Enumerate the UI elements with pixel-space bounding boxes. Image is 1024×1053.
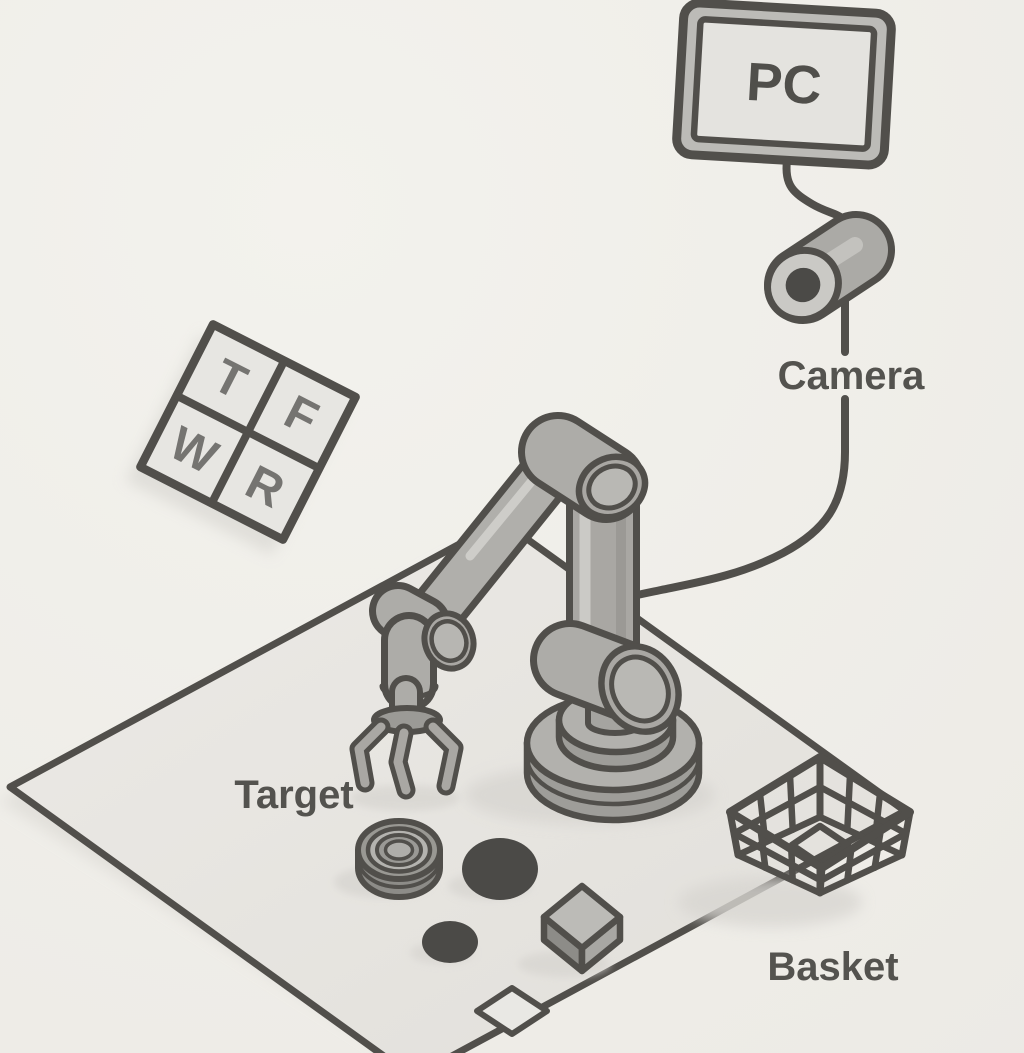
gripper-finger-right [428, 722, 459, 791]
cube-top-face [540, 882, 624, 952]
ring-disc [355, 818, 443, 900]
cube [540, 882, 624, 975]
target-label: Target [234, 773, 353, 817]
robot-arm [349, 412, 703, 824]
ring-disc-center [383, 839, 415, 861]
camera-lens [785, 267, 821, 303]
cable-camera-to-table [607, 395, 849, 607]
basket [726, 753, 914, 897]
robot-elbow-face-inner [586, 463, 638, 511]
ring-disc-wall-line [356, 856, 442, 889]
flat-square-outline [474, 985, 550, 1037]
target-objects [355, 818, 624, 1037]
large-dark-disc [462, 838, 538, 900]
wrist-face-inner [429, 619, 469, 663]
pc-monitor: PC [672, 0, 896, 170]
pc-monitor-screen [690, 16, 878, 152]
gripper [349, 582, 477, 800]
gripper-fingers [349, 717, 464, 800]
basket-rim [726, 753, 914, 872]
basket-grid-horizontals [730, 783, 910, 884]
grid-sign: T F W R [136, 320, 360, 544]
grid-sign-cross-lines [172, 356, 324, 508]
gripper-finger-left [354, 722, 386, 788]
small-dark-disc [422, 921, 478, 963]
pc-label: PC [745, 52, 823, 116]
camera-label: Camera [778, 354, 926, 398]
basket-label: Basket [767, 945, 898, 989]
camera [764, 211, 895, 324]
robot-base-rim-line [524, 754, 702, 807]
gripper-finger-middle [393, 728, 411, 795]
